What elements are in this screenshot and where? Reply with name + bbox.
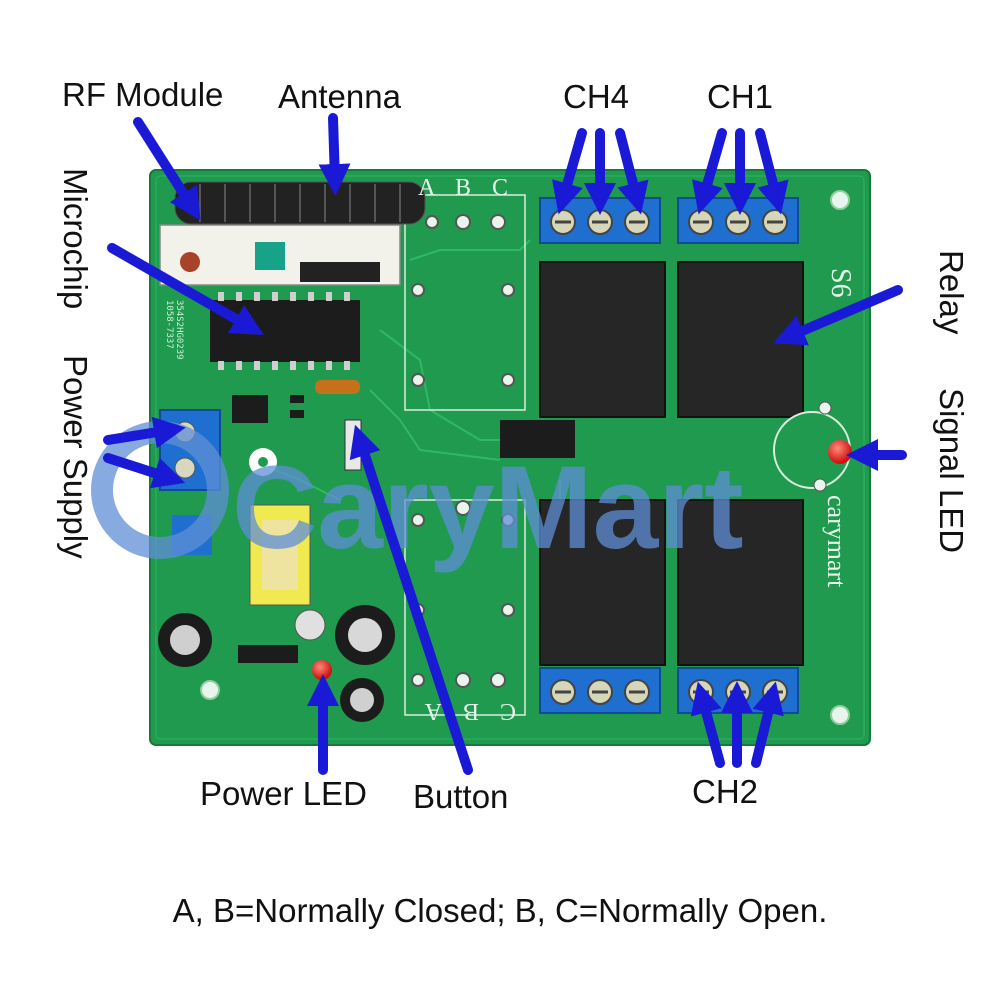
arrow-ch1-c <box>755 128 789 215</box>
terminal-letter-c: C <box>492 175 508 201</box>
brand-silkscreen: carymart <box>822 495 851 588</box>
label-rf-module: RF Module <box>62 76 224 113</box>
pads <box>411 214 515 688</box>
callout-arrows <box>103 113 907 775</box>
relays <box>539 261 804 666</box>
silkscreen-boxes <box>404 194 526 716</box>
label-antenna: Antenna <box>278 78 401 115</box>
label-ch4: CH4 <box>563 78 630 115</box>
arrow-button <box>349 424 473 775</box>
terminal-block-ch4 <box>539 197 661 244</box>
arrow-ch4-a <box>552 128 587 215</box>
terminal-block-ch3 <box>539 667 661 714</box>
label-signal-led: Signal LED <box>933 388 970 554</box>
label-ch1: CH1 <box>707 78 774 115</box>
terminal-letter-a: A <box>418 175 436 201</box>
label-microchip: Microchip <box>57 168 94 310</box>
terminal-letter-b: B <box>463 698 479 724</box>
terminal-letter-a: A <box>424 698 442 724</box>
legend-caption: A, B=Normally Closed; B, C=Normally Open… <box>172 892 828 929</box>
chip-marking-1: 354S2HG0239 <box>174 300 184 360</box>
arrow-antenna <box>318 113 351 196</box>
label-ch2: CH2 <box>692 773 759 810</box>
power-section <box>158 448 395 722</box>
arrow-relay <box>773 285 903 346</box>
arrow-ch2-c <box>751 681 784 768</box>
terminal-block-ch1 <box>677 197 799 244</box>
watermark-text: CaryMart <box>232 442 744 574</box>
arrow-ch1-a <box>692 128 727 215</box>
arrow-rf-module <box>133 117 201 221</box>
rf-module <box>159 224 401 286</box>
label-button: Button <box>413 778 509 815</box>
arrow-power-2 <box>103 453 186 489</box>
terminal-letter-c: C <box>500 698 516 724</box>
arrow-microchip <box>107 243 264 335</box>
arrow-ch4-c <box>615 128 649 215</box>
terminal-letter-b: B <box>455 175 471 201</box>
label-relay: Relay <box>933 250 970 335</box>
arrow-ch2-a <box>690 681 725 768</box>
signal-led-area <box>773 401 852 492</box>
chip-silkscreen: 354S2HG0239 1058-7337 <box>164 300 184 360</box>
chip-marking-2: 1058-7337 <box>164 300 174 349</box>
label-power-supply: Power Supply <box>57 355 94 559</box>
microchip <box>210 292 360 370</box>
model-silkscreen: S6 <box>825 268 856 298</box>
arrow-power-1 <box>103 416 186 449</box>
label-power-led: Power LED <box>200 775 367 812</box>
